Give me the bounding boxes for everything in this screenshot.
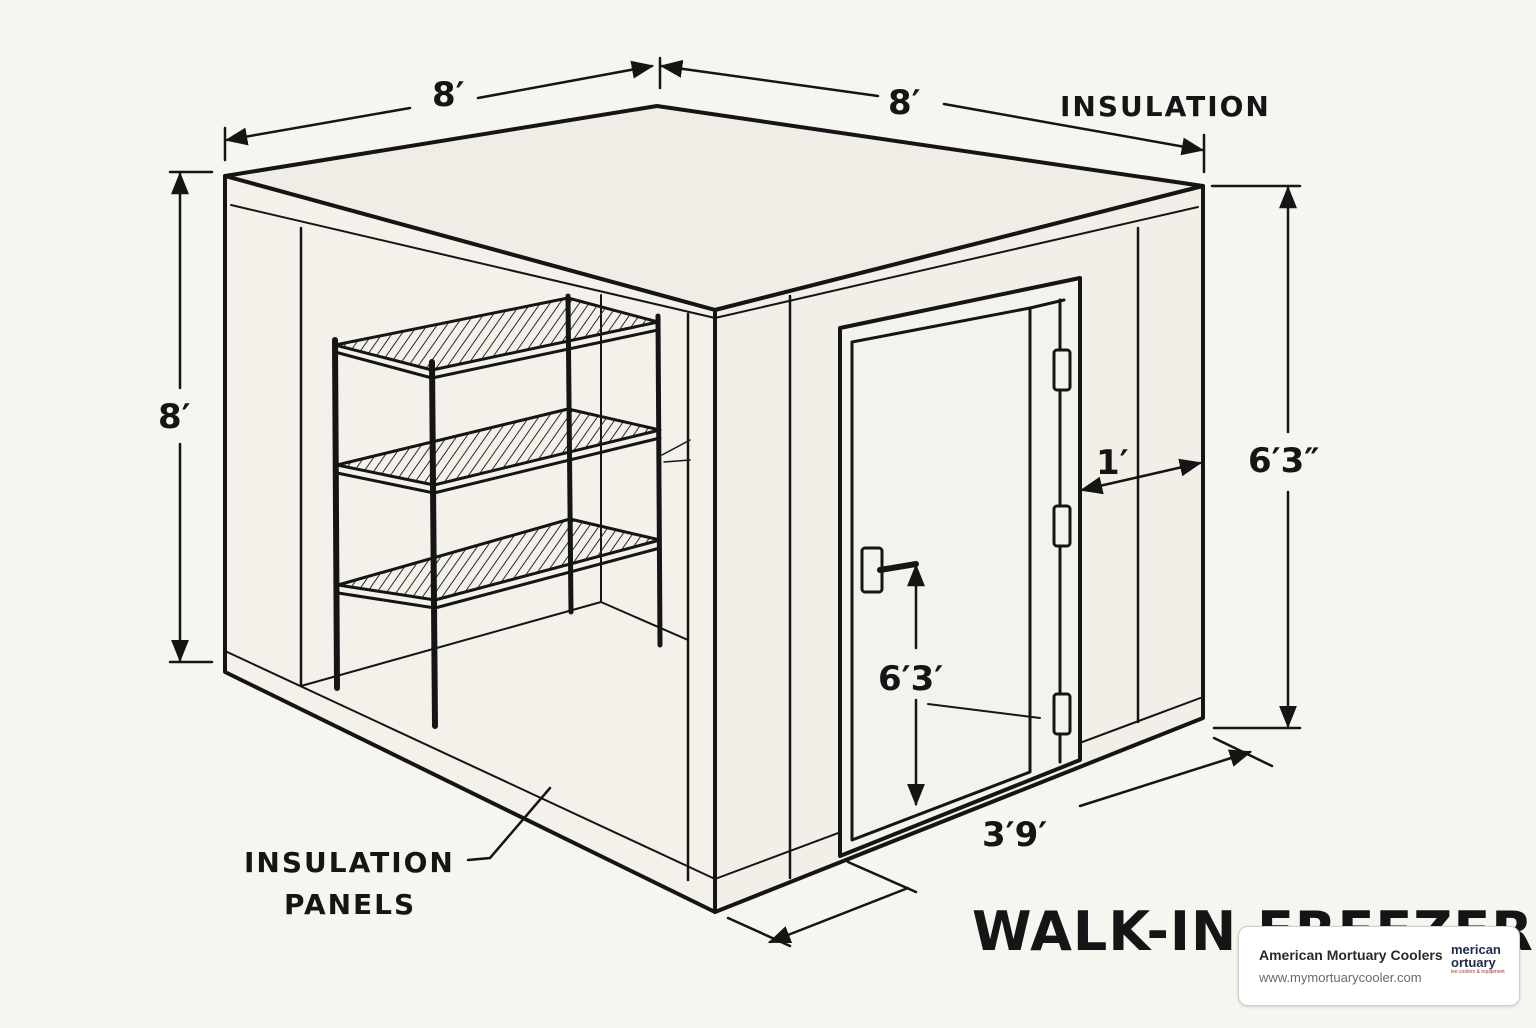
dim-line-width [224, 106, 412, 146]
callout-leader-panels [466, 786, 552, 862]
logo-line-1: merican [1451, 942, 1501, 957]
hinge [1052, 504, 1072, 548]
watermark-url[interactable]: www.mymortuarycooler.com [1259, 970, 1422, 985]
label-door-offset: 1′ [1096, 443, 1129, 483]
wire-shelving-unit [332, 293, 663, 729]
dim-line-door-offset [1079, 458, 1203, 495]
label-top-insulation: INSULATION [1060, 90, 1271, 123]
dim-line-door-width [726, 916, 792, 948]
hinge [1052, 348, 1072, 392]
label-panels-line1: INSULATION [244, 846, 455, 879]
label-top-left-width: 8′ [432, 75, 465, 115]
label-top-right-depth: 8′ [888, 83, 921, 123]
label-door-width: 3′9′ [982, 815, 1047, 855]
dimension-lines [168, 56, 1302, 948]
label-panels-line2: PANELS [284, 888, 416, 921]
door [838, 276, 1082, 858]
label-right-height: 6′3″ [1248, 441, 1319, 481]
logo-tagline: lee coolers & equipment [1451, 969, 1505, 975]
watermark-company-name: American Mortuary Coolers [1259, 947, 1443, 963]
label-door-height: 6′3′ [878, 659, 943, 699]
hinge [1052, 692, 1072, 736]
label-left-height: 8′ [158, 397, 191, 437]
logo-line-2: ortuary [1451, 955, 1496, 970]
company-logo: merican ortuary lee coolers & equipment [1451, 941, 1513, 993]
watermark-card[interactable]: American Mortuary Coolers www.mymortuary… [1238, 926, 1520, 1006]
dim-line-depth [659, 59, 880, 98]
door-frame [838, 276, 1082, 858]
door-leaf [850, 306, 1032, 842]
